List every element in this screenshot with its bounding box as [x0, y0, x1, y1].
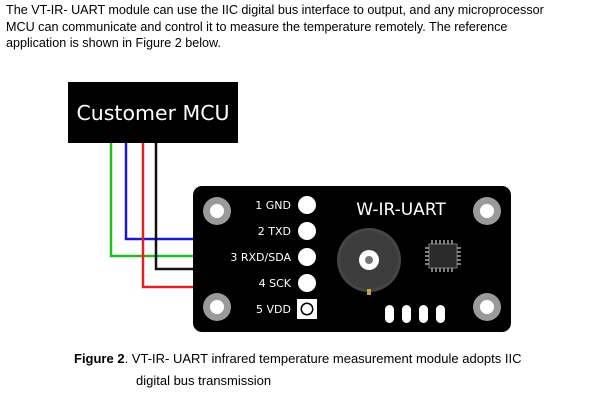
- ir-sensor-icon: [337, 228, 401, 295]
- pin-number: 4: [259, 277, 266, 290]
- pin-name: GND: [266, 199, 291, 212]
- figure-caption: Figure 2. VT-IR- UART infrared temperatu…: [74, 348, 589, 392]
- mcu-label: Customer MCU: [76, 101, 229, 125]
- solder-pads: [385, 305, 445, 323]
- caption-text-line-1: . VT-IR- UART infrared temperature measu…: [124, 351, 522, 366]
- intro-line-2: MCU can communicate and control it to me…: [6, 19, 508, 34]
- caption-label: Figure 2: [74, 351, 125, 366]
- intro-line-3: application is shown in Figure 2 below.: [6, 36, 221, 50]
- mounting-hole-icon: [203, 293, 231, 321]
- pin-pad-5: [297, 299, 317, 319]
- pin-pad-3: [298, 248, 316, 266]
- pin-pad-4: [298, 274, 316, 292]
- pin-label-5: 5 VDD: [256, 303, 291, 316]
- caption-text-line-2: digital bus transmission: [136, 373, 272, 388]
- pin-name: RXD/SDA: [241, 251, 292, 264]
- pin-name: SCK: [269, 277, 292, 290]
- mounting-hole-icon: [473, 293, 501, 321]
- pin-number: 3: [230, 251, 237, 264]
- intro-paragraph: The VT-IR- UART module can use the IIC d…: [6, 2, 594, 52]
- customer-mcu: Customer MCU: [68, 82, 238, 143]
- pin-label-3: 3 RXD/SDA: [230, 251, 291, 264]
- intro-line-1: The VT-IR- UART module can use the IIC d…: [6, 3, 544, 17]
- chip-icon: [425, 240, 461, 272]
- module-board: W-IR-UART 1 GND 2 TXD 3 RXD/SDA 4 SCK 5 …: [193, 186, 511, 332]
- mounting-hole-icon: [203, 197, 231, 225]
- pin-number: 1: [255, 199, 262, 212]
- pin-name: TXD: [267, 225, 291, 238]
- pin-name: VDD: [267, 303, 291, 316]
- pin-pad-2: [298, 222, 316, 240]
- mounting-hole-icon: [473, 197, 501, 225]
- pin-label-4: 4 SCK: [259, 277, 292, 290]
- pin-label-2: 2 TXD: [258, 225, 291, 238]
- pin-pad-1: [298, 196, 316, 214]
- pin-number: 2: [258, 225, 265, 238]
- pin-label-1: 1 GND: [255, 199, 291, 212]
- module-title: W-IR-UART: [356, 200, 446, 220]
- pin-number: 5: [256, 303, 263, 316]
